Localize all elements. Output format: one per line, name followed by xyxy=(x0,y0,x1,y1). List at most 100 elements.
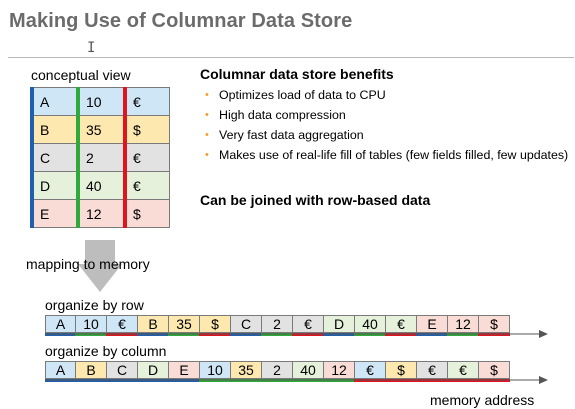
memory-cell-value: E xyxy=(427,316,437,332)
column-color-bar xyxy=(137,379,169,382)
organize-by-column-label: organize by column xyxy=(45,343,167,359)
column-color-bar xyxy=(45,379,76,382)
column-color-bar xyxy=(137,333,169,336)
column-color-bar xyxy=(354,333,386,336)
column-color-bar xyxy=(292,333,324,336)
benefit-text: High data compression xyxy=(219,108,346,122)
column-color-bar xyxy=(354,379,386,382)
column-color-bar xyxy=(478,333,510,336)
column-color-bar xyxy=(447,379,479,382)
page-title: Making Use of Columnar Data Store xyxy=(9,10,353,32)
benefit-text: Very fast data aggregation xyxy=(219,128,364,142)
down-arrow-icon xyxy=(78,240,122,292)
benefit-text: Optimizes load of data to CPU xyxy=(219,88,386,102)
memory-cell: 10 xyxy=(199,361,231,382)
column-color-bar xyxy=(323,333,355,336)
memory-cell-value: € xyxy=(366,362,374,378)
column-color-bar xyxy=(416,333,448,336)
memory-cell: € xyxy=(447,361,479,382)
memory-cell-value: A xyxy=(55,362,66,378)
column-color-bar xyxy=(230,379,262,382)
memory-cell-value: 35 xyxy=(176,316,192,332)
concept-cell: 10 xyxy=(76,87,126,116)
bullet-icon: • xyxy=(205,89,209,101)
bullet-icon: • xyxy=(205,109,209,121)
column-color-bar xyxy=(261,379,293,382)
memory-cell: D xyxy=(323,315,355,336)
column-color-bar xyxy=(168,333,200,336)
column-color-bar xyxy=(478,379,510,382)
column-color-bar xyxy=(168,379,200,382)
benefit-item: • High data compression xyxy=(205,108,570,124)
memory-cell-value: E xyxy=(179,362,189,378)
concept-cell: $ xyxy=(123,199,170,228)
memory-cell-value: 40 xyxy=(300,362,316,378)
memory-cell: 12 xyxy=(447,315,479,336)
benefit-item: • Optimizes load of data to CPU xyxy=(205,88,570,104)
memory-cell-value: € xyxy=(397,316,405,332)
memory-cell-value: € xyxy=(304,316,312,332)
memory-cell: € xyxy=(385,315,417,336)
memory-cell: 35 xyxy=(230,361,262,382)
title-divider xyxy=(8,57,574,58)
memory-cell-value: $ xyxy=(211,316,219,332)
memory-cell: € xyxy=(354,361,386,382)
column-color-bar xyxy=(292,379,324,382)
memory-cell: € xyxy=(292,315,324,336)
column-color-bar xyxy=(416,379,448,382)
concept-cell: B xyxy=(30,115,79,144)
concept-cell: E xyxy=(30,199,79,228)
memory-cell: C xyxy=(106,361,138,382)
column-color-bar xyxy=(323,379,355,382)
memory-cell: D xyxy=(137,361,169,382)
memory-cell-value: € xyxy=(118,316,126,332)
memory-cell-value: 2 xyxy=(273,316,281,332)
memory-cell-value: 2 xyxy=(273,362,281,378)
bullet-icon: • xyxy=(205,149,209,161)
memory-address-label: memory address xyxy=(430,392,535,408)
memory-cell-value: $ xyxy=(490,362,498,378)
memory-cell: 2 xyxy=(261,361,293,382)
benefits-heading: Columnar data store benefits xyxy=(200,66,394,82)
concept-cell: 35 xyxy=(76,115,126,144)
text-cursor-icon: I xyxy=(87,40,96,56)
benefit-text: Makes use of real-life fill of tables (f… xyxy=(219,148,569,162)
benefits-list: • Optimizes load of data to CPU • High dat… xyxy=(205,88,570,168)
memory-cell: B xyxy=(75,361,107,382)
memory-cell: C xyxy=(230,315,262,336)
memory-cell: $ xyxy=(199,315,231,336)
concept-cell: € xyxy=(123,87,170,116)
memory-cell-value: C xyxy=(116,362,128,378)
memory-cell: $ xyxy=(385,361,417,382)
column-color-bar xyxy=(447,333,479,336)
memory-cell: E xyxy=(416,315,448,336)
concept-cell: 2 xyxy=(76,143,126,172)
memory-cell: A xyxy=(45,315,76,336)
column-color-bar xyxy=(385,333,417,336)
column-color-bar xyxy=(385,379,417,382)
memory-cell: € xyxy=(106,315,138,336)
memory-cell-value: $ xyxy=(490,316,498,332)
memory-cell: $ xyxy=(478,361,510,382)
memory-cell-value: B xyxy=(148,316,158,332)
conceptual-view-label: conceptual view xyxy=(31,67,131,83)
mapping-to-memory-label: mapping to memory xyxy=(26,256,150,272)
memory-cell: € xyxy=(416,361,448,382)
column-color-bar xyxy=(106,379,138,382)
memory-cell: 10 xyxy=(75,315,107,336)
memory-cell: 35 xyxy=(168,315,200,336)
concept-cell: 40 xyxy=(76,171,126,200)
memory-cell-value: € xyxy=(459,362,467,378)
benefit-item: •Very fast data aggregation xyxy=(205,128,570,144)
memory-cell: B xyxy=(137,315,169,336)
memory-cell: A xyxy=(45,361,76,382)
concept-cell: € xyxy=(123,143,170,172)
memory-cell-value: A xyxy=(55,316,66,332)
concept-cell: $ xyxy=(123,115,170,144)
column-color-bar xyxy=(261,333,293,336)
organize-by-row-label: organize by row xyxy=(45,297,144,313)
